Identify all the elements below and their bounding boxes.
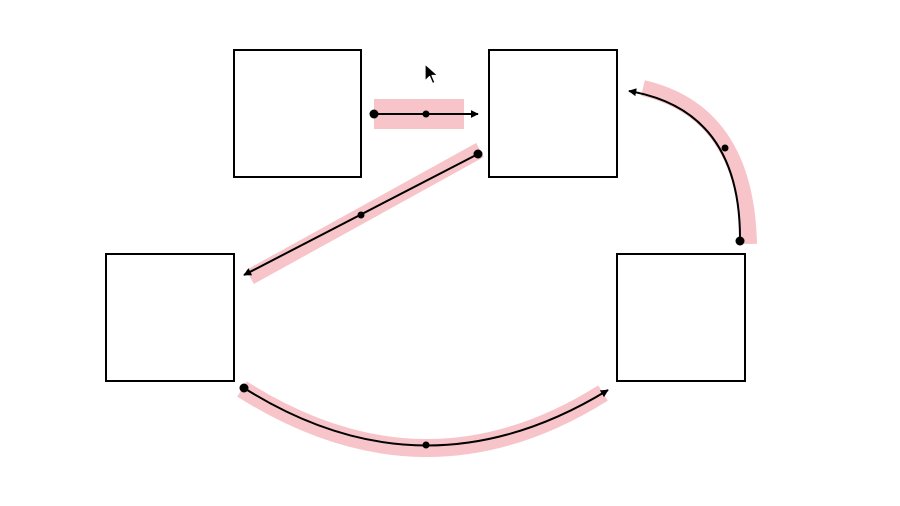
box-bottom-right[interactable]: [616, 253, 746, 382]
selection-highlight: [237, 381, 608, 457]
box-top-right[interactable]: [488, 49, 618, 178]
connector-diagonal[interactable]: [243, 142, 484, 285]
node-group: [105, 49, 746, 382]
mouse-pointer-icon: [424, 63, 439, 85]
connector-mid-handle[interactable]: [357, 211, 365, 219]
box-top-left[interactable]: [233, 49, 362, 178]
connector-mid-handle[interactable]: [721, 144, 729, 152]
selection-highlight: [641, 80, 757, 245]
connector-start-handle[interactable]: [239, 383, 249, 393]
connector-line: [628, 88, 742, 242]
connector-mid-handle[interactable]: [422, 441, 430, 449]
connector-bottom-curve[interactable]: [237, 381, 609, 457]
connector-mid-handle[interactable]: [422, 110, 430, 118]
connector-start-handle[interactable]: [735, 236, 745, 246]
connector-top-straight[interactable]: [369, 99, 479, 129]
connector-start-handle[interactable]: [369, 109, 379, 119]
connector-right-curve[interactable]: [628, 80, 757, 246]
box-bottom-left[interactable]: [105, 253, 235, 382]
connector-start-handle[interactable]: [473, 149, 483, 159]
